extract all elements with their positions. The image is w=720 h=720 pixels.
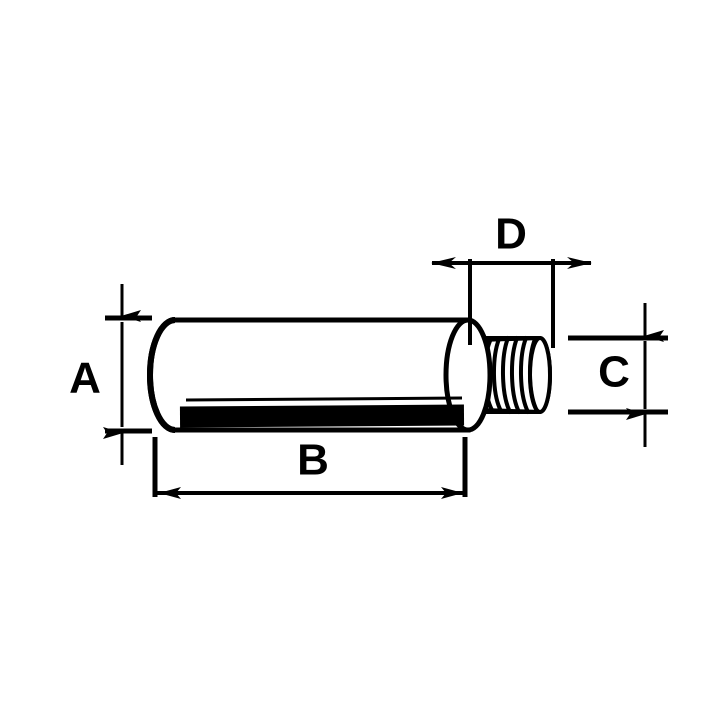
dimension-c-label: C	[598, 348, 630, 397]
body-left-cap-arc-front	[147, 317, 176, 433]
body-highlight-line	[185, 396, 463, 402]
part-threaded-pin	[147, 317, 552, 433]
thread-crest-top	[479, 336, 542, 342]
dimension-a: A	[69, 284, 152, 465]
dimension-b-label: B	[297, 436, 329, 485]
dimension-c: C	[568, 303, 668, 447]
dimension-d-label: D	[495, 210, 527, 259]
thread-crest-bottom	[481, 408, 542, 414]
dimension-a-label: A	[69, 354, 101, 403]
dimension-d: D	[431, 210, 592, 348]
dimension-b: B	[152, 436, 468, 499]
body-shadow-band	[179, 404, 465, 428]
